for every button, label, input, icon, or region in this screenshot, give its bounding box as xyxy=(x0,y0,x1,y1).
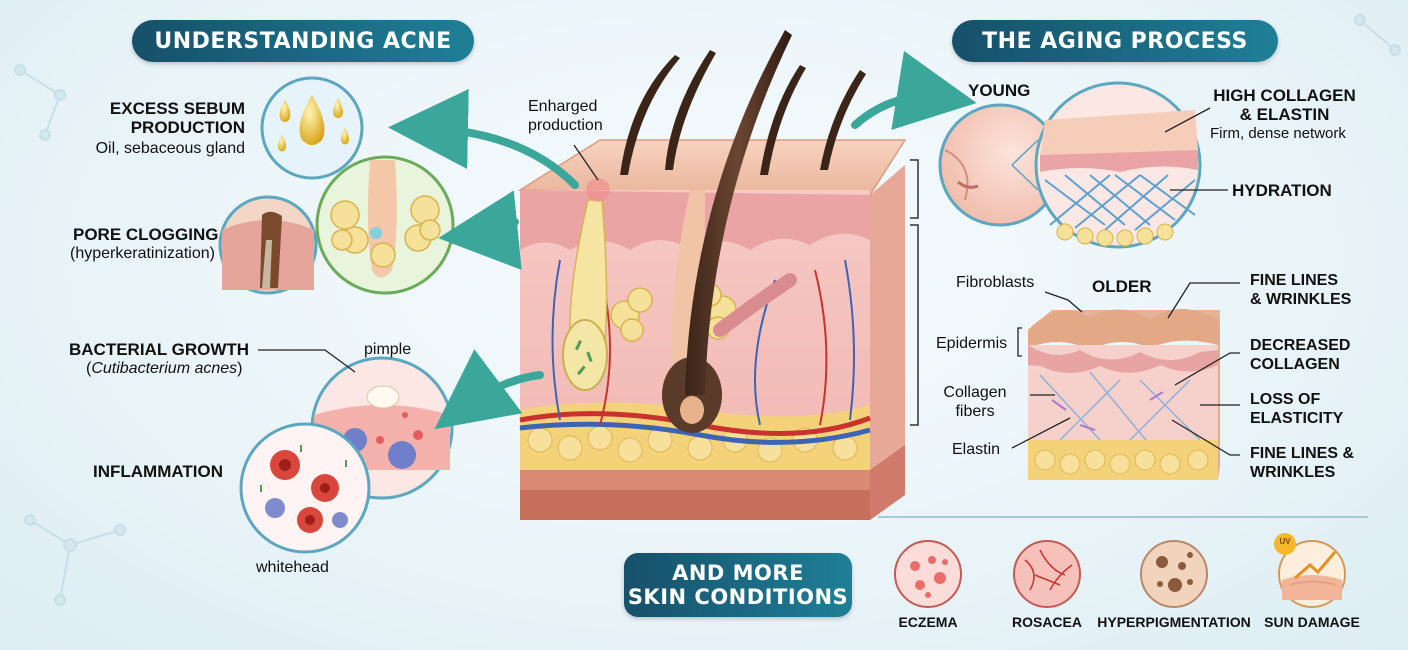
fine-lines-label-1: FINE LINES & WRINKLES xyxy=(1250,272,1352,308)
bacteria-subtitle: (Cutibacterium acnes) xyxy=(86,360,243,377)
loss-elasticity-label: LOSS OF ELASTICITY xyxy=(1250,391,1344,427)
eczema-icon xyxy=(894,540,962,608)
collagen-title: HIGH COLLAGEN & ELASTIN xyxy=(1213,86,1356,124)
young-skin-circle xyxy=(1011,81,1202,249)
bacteria-title: BACTERIAL GROWTH xyxy=(69,340,250,359)
elastin-label: Elastin xyxy=(952,441,1001,458)
pore-circle xyxy=(218,195,318,295)
aging-section-title: THE AGING PROCESS xyxy=(952,20,1278,62)
fibroblasts-label: Fibroblasts xyxy=(956,274,1035,291)
aging-arrow xyxy=(851,50,977,130)
epidermis-label: Epidermis xyxy=(936,335,1008,352)
sun-damage-icon xyxy=(1274,533,1346,608)
older-leader-lines xyxy=(1011,282,1240,456)
condition-rosacea-label: ROSACEA xyxy=(1011,614,1082,630)
inflammation-label: INFLAMMATION xyxy=(93,462,223,481)
collagen-subtitle: Firm, dense network xyxy=(1210,125,1346,142)
enlarged-production-label: Enharged production xyxy=(528,98,603,134)
rosacea-icon xyxy=(1013,540,1081,608)
hydration-label: HYDRATION xyxy=(1232,181,1332,200)
older-skin-block xyxy=(1028,309,1220,480)
condition-sun-damage-label: SUN DAMAGE xyxy=(1264,614,1360,630)
sebum-subtitle: Oil, sebaceous gland xyxy=(95,140,245,157)
collagen-fibers-label: Collagen fibers xyxy=(943,384,1007,420)
gland-circle xyxy=(315,155,455,295)
uv-badge: UV xyxy=(1279,537,1291,546)
sebum-circle xyxy=(260,76,364,180)
sebum-title: EXCESS SEBUM PRODUCTION xyxy=(109,99,245,137)
inflammation-circle xyxy=(239,422,371,554)
acne-arrows xyxy=(388,88,579,430)
whitehead-label: whitehead xyxy=(256,559,329,576)
fine-lines-label-2: FINE LINES & WRINKLES xyxy=(1250,445,1355,481)
decreased-collagen-label: DECREASED COLLAGEN xyxy=(1250,337,1351,373)
clog-subtitle: (hyperkeratinization) xyxy=(70,245,215,262)
clog-title: PORE CLOGGING xyxy=(73,225,219,244)
pimple-label: pimple xyxy=(364,341,412,358)
acne-section-title: UNDERSTANDING ACNE xyxy=(132,20,474,62)
skin-cross-section xyxy=(517,30,919,520)
young-label: YOUNG xyxy=(968,81,1031,100)
conditions-title: AND MORE SKIN CONDITIONS xyxy=(624,553,852,617)
molecule-decoration xyxy=(14,14,1401,606)
condition-hyperpigmentation-label: HYPERPIGMENTATION xyxy=(1097,614,1251,630)
bacteria-species: Cutibacterium acnes xyxy=(91,360,238,377)
condition-eczema-label: ECZEMA xyxy=(898,614,958,630)
hyperpigmentation-icon xyxy=(1140,540,1208,608)
older-label: OLDER xyxy=(1092,277,1152,296)
